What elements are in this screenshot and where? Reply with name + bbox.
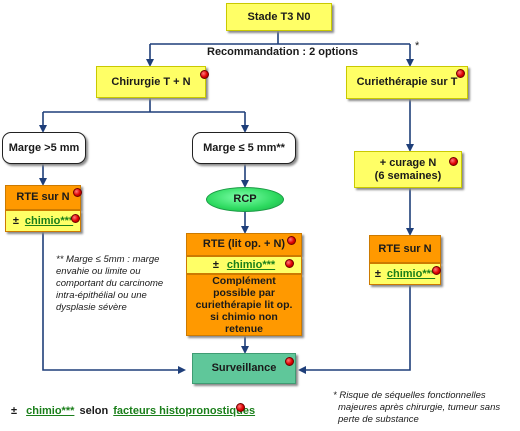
legend-middle: selon [79,405,109,417]
legend-marker-dot [236,403,245,412]
chimio-right-word: chimio*** [386,267,436,280]
complement-line5: retenue [225,323,263,335]
risk-note: * Risque de séquelles fonctionnelles maj… [333,390,518,426]
complement-line1: Complément [212,275,276,287]
rte-left-box: RTE sur N [5,185,81,210]
chimio-left-word: chimio*** [24,214,74,227]
stage-box: Stade T3 N0 [226,3,332,31]
chimio-middle-box: ± chimio*** [186,256,302,274]
chimio-right-box: ± chimio*** [369,263,441,285]
recommendation-asterisk: * [415,40,420,52]
legend-factors: facteurs histopronostiques [113,405,256,417]
complement-line2: possible par [213,287,275,299]
risk-note-line3: perte de substance [338,414,419,425]
chimio-left-marker-dot [71,214,80,223]
chimio-right-prefix: ± [374,267,381,280]
risk-note-line1: * Risque de séquelles fonctionnelles [333,390,486,401]
margin-le-box: Marge ≤ 5 mm** [192,132,296,164]
recommendation-label: Recommandation : 2 options [205,46,360,58]
connector-left-to-surveillance [42,232,186,374]
curage-line2: (6 semaines) [374,169,442,182]
rte-middle-box: RTE (lit op. + N) [186,233,302,256]
margin-le-label: Marge ≤ 5 mm** [203,141,285,154]
margin-note-line1: ** Marge ≤ 5mm : marge [56,254,160,265]
chimio-middle-prefix: ± [212,258,219,271]
connector-right-to-surveillance [298,285,411,374]
margin-note-line2: envahie ou limite ou [56,266,141,277]
complement-box: Complément possible par curiethérapie li… [186,274,302,336]
surgery-marker-dot [200,70,209,79]
margin-note-line4: intra-épithélial ou une [56,290,147,301]
rcp-label: RCP [233,193,257,205]
rte-right-box: RTE sur N [369,235,441,263]
curage-box: + curage N (6 semaines) [354,151,462,188]
curietherapy-box: Curiethérapie sur T [346,66,468,99]
legend: ± chimio*** selon facteurs histopronosti… [11,405,255,417]
chimio-left-box: ± chimio*** [5,210,81,232]
margin-gt-box: Marge >5 mm [2,132,86,164]
surveillance-box: Surveillance [192,353,296,384]
surveillance-marker-dot [285,357,294,366]
rte-left-label: RTE sur N [16,191,70,203]
surgery-label: Chirurgie T + N [111,75,191,88]
rte-middle-label: RTE (lit op. + N) [202,238,286,250]
rcp-ellipse: RCP [206,187,284,212]
rte-middle-marker-dot [287,236,296,245]
curietherapy-label: Curiethérapie sur T [356,76,458,88]
chimio-middle-word: chimio*** [226,258,276,271]
curietherapy-marker-dot [456,69,465,78]
complement-line4: si chimio non [210,311,278,323]
chimio-middle-marker-dot [285,259,294,268]
legend-chimio-word: chimio*** [26,405,75,417]
stage-label: Stade T3 N0 [247,10,311,23]
legend-prefix: ± [11,405,18,417]
margin-note: ** Marge ≤ 5mm : marge envahie ou limite… [56,254,186,314]
rte-left-marker-dot [73,188,82,197]
curage-line1: + curage N [379,156,437,169]
chimio-right-marker-dot [432,266,441,275]
margin-note-line5: dysplasie sévère [56,302,127,313]
margin-gt-label: Marge >5 mm [8,141,80,154]
chimio-left-prefix: ± [12,214,19,227]
risk-note-line2: majeures après chirurgie, tumeur sans [338,402,501,413]
surgery-box: Chirurgie T + N [96,66,206,98]
rte-right-label: RTE sur N [378,242,432,255]
surveillance-label: Surveillance [211,362,277,374]
complement-line3: curiethérapie lit op. [195,299,293,311]
curage-marker-dot [449,157,458,166]
margin-note-line3: comportant du carcinome [56,278,164,289]
